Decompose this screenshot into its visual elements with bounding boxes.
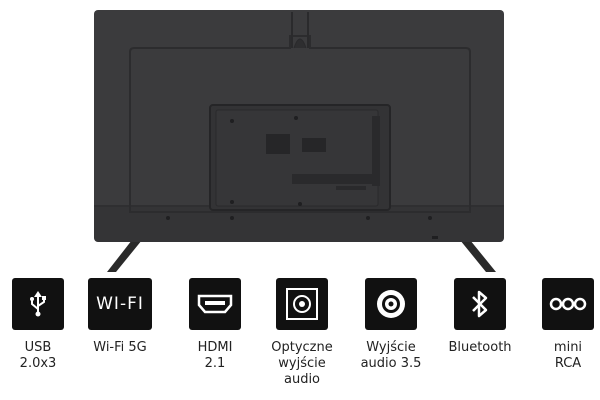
tv-back-illustration	[94, 10, 504, 272]
speaker-bar	[94, 205, 504, 242]
port-label-bluetooth: Bluetooth	[448, 340, 512, 355]
port-feature-rca: mini RCA	[528, 278, 600, 372]
inner-plate-outline	[129, 35, 471, 213]
port-feature-usb: USB 2.0x3	[0, 278, 78, 372]
port-label-optical: Optyczne wyjście audio	[271, 340, 333, 387]
port-feature-audio: Wyjście audio 3.5	[351, 278, 431, 372]
usb-icon	[12, 278, 64, 330]
port-feature-optical: Optyczne wyjście audio	[262, 278, 342, 388]
bluetooth-icon	[454, 278, 506, 330]
mini-rca-icon	[542, 278, 594, 330]
right-stand-leg	[460, 240, 496, 272]
left-stand-leg	[107, 240, 142, 272]
port-feature-bluetooth: Bluetooth	[440, 278, 520, 356]
port-label-rca: mini RCA	[553, 340, 583, 371]
port-features-row: USB 2.0x3 WI-FI Wi-Fi 5G HDMI 2.1 Optycz…	[0, 278, 600, 400]
port-feature-hdmi: HDMI 2.1	[175, 278, 255, 372]
optical-out-icon	[276, 278, 328, 330]
wifi-icon: WI-FI	[88, 278, 152, 330]
port-feature-wifi: WI-FI Wi-Fi 5G	[80, 278, 160, 356]
audio-jack-icon	[365, 278, 417, 330]
wifi-icon-text: WI-FI	[96, 294, 144, 314]
port-label-usb: USB 2.0x3	[19, 340, 57, 371]
port-label-hdmi: HDMI 2.1	[197, 340, 233, 371]
port-block-1	[266, 134, 290, 154]
side-port-strip	[372, 116, 380, 186]
port-block-2	[302, 138, 326, 152]
tv-back-image	[94, 10, 504, 272]
bottom-port-row	[292, 174, 374, 184]
port-label-wifi: Wi-Fi 5G	[93, 340, 147, 355]
hdmi-icon	[189, 278, 241, 330]
port-label-audio: Wyjście audio 3.5	[360, 340, 422, 371]
